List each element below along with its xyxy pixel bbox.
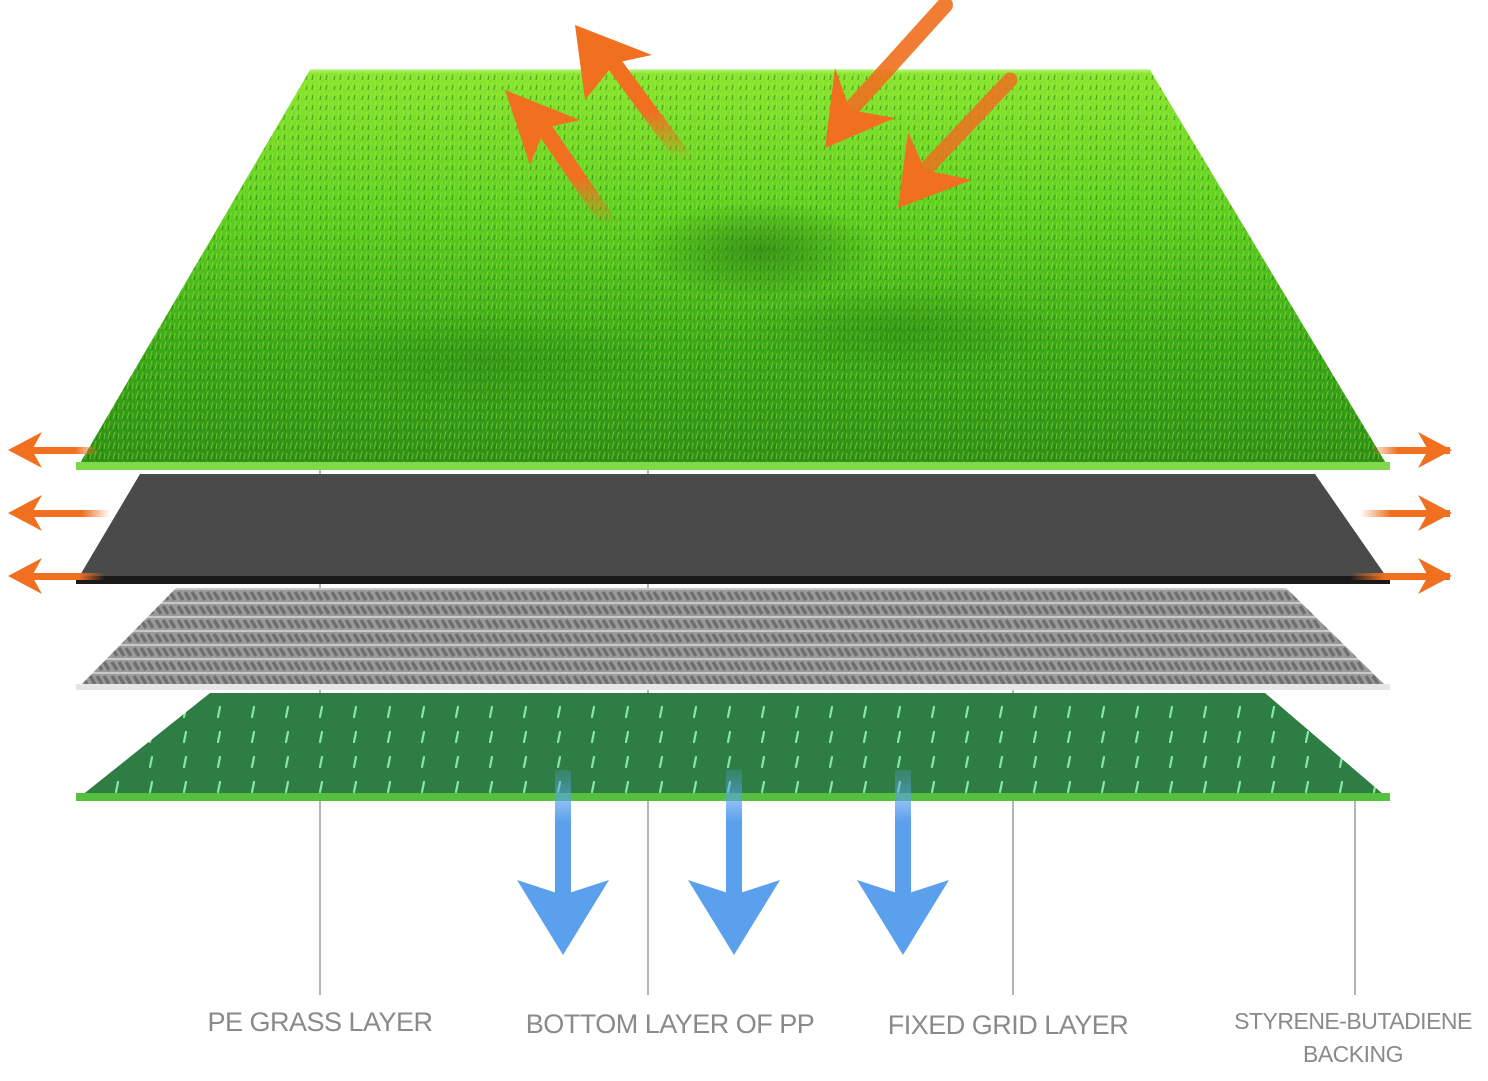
- label-fixed-grid-layer: FIXED GRID LAYER: [887, 1010, 1129, 1040]
- side-arrows-left: [8, 432, 110, 594]
- label-pe-grass-layer: PE GRASS LAYER: [207, 1007, 433, 1037]
- label-sbr-backing-line1: STYRENE-BUTADIENE: [1234, 1008, 1472, 1034]
- bottom-pp-layer: [76, 474, 1390, 584]
- fixed-grid-layer: [76, 588, 1390, 690]
- side-arrows-right: [1350, 432, 1452, 594]
- drainage-arrows: [517, 770, 949, 955]
- heat-arrows-down: [825, 0, 1018, 208]
- label-bottom-layer-of-pp: BOTTOM LAYER OF PP: [525, 1009, 815, 1039]
- heat-arrows-up: [505, 25, 693, 233]
- pe-grass-layer: [76, 69, 1390, 470]
- label-sbr-backing-line2: BACKING: [1302, 1041, 1404, 1067]
